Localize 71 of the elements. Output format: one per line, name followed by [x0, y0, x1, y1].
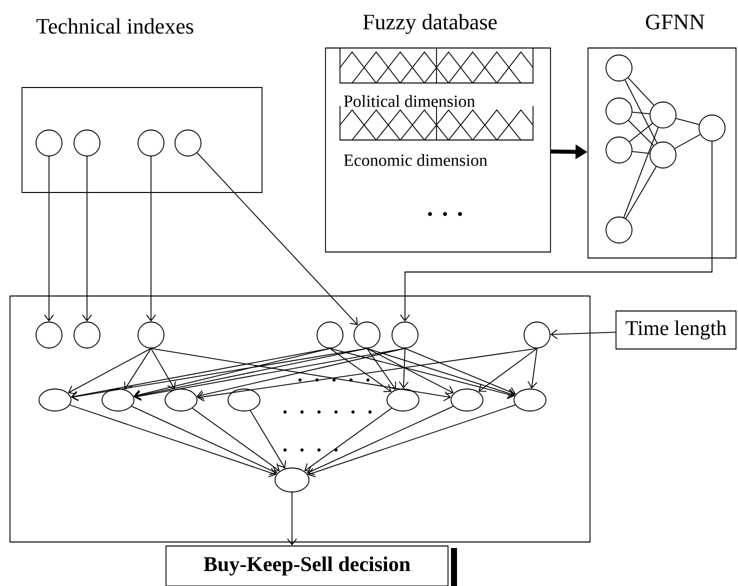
neuron-circle [606, 216, 632, 244]
connection-line [624, 80, 658, 144]
panel-heading: Technical indexes [36, 18, 194, 34]
connection-line [632, 112, 650, 114]
arrow [150, 348, 451, 402]
neuron-ellipse [102, 388, 134, 412]
arrow [131, 406, 278, 475]
neuron-circle [138, 130, 164, 156]
arrow [528, 348, 538, 389]
arrow [550, 329, 616, 340]
arrow [400, 141, 712, 322]
neuron-ellipse [386, 388, 420, 412]
neuron-circle [316, 322, 344, 348]
connection-line [674, 134, 701, 149]
neuron-circle [392, 322, 418, 348]
arrow [398, 348, 409, 389]
dimension-label: Political dimension [344, 95, 475, 107]
neuron-circle [74, 130, 100, 156]
arrow [330, 348, 515, 400]
arrow [196, 348, 406, 400]
neuron-circle [174, 130, 202, 156]
neuron-circle [606, 98, 632, 124]
arrow [196, 152, 358, 326]
neuron-circle [36, 130, 62, 156]
arrow [124, 348, 152, 390]
neuron-ellipse [514, 388, 546, 412]
arrow [250, 410, 286, 469]
panel-heading: GFNN [646, 14, 704, 30]
arrow [330, 348, 392, 392]
arrow [366, 348, 516, 398]
arrow [197, 348, 538, 402]
neuron-circle [650, 102, 676, 128]
neuron-circle [74, 322, 100, 348]
arrow [308, 404, 516, 478]
panel-heading: Fuzzy database [363, 14, 497, 34]
arrow [146, 156, 156, 322]
neuron-circle [36, 322, 62, 348]
connection-line [625, 166, 657, 219]
arrow [134, 348, 330, 400]
arrow [366, 348, 454, 395]
arrow [478, 348, 538, 392]
arrow [68, 348, 152, 394]
arrow [150, 348, 176, 390]
neuron-ellipse [274, 468, 310, 492]
connection-line [623, 127, 659, 218]
neuron-ellipse [164, 388, 198, 412]
decision-box: Buy-Keep-Sell decision [166, 546, 457, 586]
arrow [82, 156, 92, 322]
arrow [404, 348, 516, 396]
neuron-ellipse [38, 388, 72, 412]
arrow [366, 348, 396, 390]
input-box: Time length [616, 310, 736, 350]
neuron-circle [698, 114, 726, 142]
neuron-circle [524, 322, 550, 348]
arrow [69, 404, 276, 478]
arrow [304, 408, 392, 472]
connection-line [632, 151, 650, 154]
neuron-circle [606, 54, 632, 82]
arrow [306, 406, 454, 476]
neuron-circle [606, 136, 632, 164]
connection-line [676, 118, 700, 125]
neuron-ellipse [228, 388, 260, 412]
connection-line [628, 77, 654, 106]
neuron-ellipse [450, 388, 484, 412]
arrow [287, 492, 297, 546]
dimension-label: Economic dimension [344, 154, 488, 166]
arrow [44, 156, 54, 322]
neuron-circle [354, 322, 380, 348]
arrow [192, 408, 280, 472]
neuron-circle [138, 322, 164, 348]
neuron-circle [650, 142, 676, 168]
